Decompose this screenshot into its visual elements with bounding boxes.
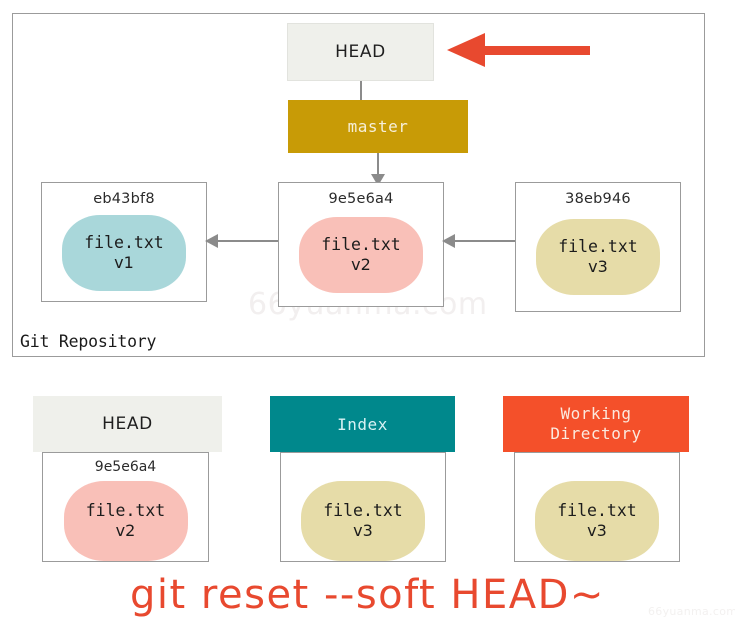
connector-commit3-to-commit2-line (455, 240, 515, 242)
commit-blob: file.txt v2 (299, 217, 423, 293)
tree-header-working-directory-label-line1: Working (560, 404, 632, 423)
commit-blob: file.txt v3 (536, 219, 660, 295)
tree-header-head-label: HEAD (102, 414, 153, 434)
tree-blob-working-directory: file.txt v3 (535, 481, 659, 561)
blob-filename: file.txt (84, 233, 164, 253)
red-annotation-arrow-head-icon (447, 33, 485, 67)
commit-hash: eb43bf8 (93, 191, 155, 207)
connector-commit2-to-commit1-line (218, 240, 278, 242)
tree-blob-index: file.txt v3 (301, 481, 425, 561)
commit-box-eb43bf8: eb43bf8 file.txt v1 (41, 182, 207, 302)
tree-blob-head: file.txt v2 (63, 481, 188, 561)
blob-version: v3 (588, 257, 608, 277)
red-annotation-arrow-shaft (484, 46, 590, 55)
blob-version: v2 (115, 521, 136, 541)
blob-version: v1 (114, 253, 134, 273)
blob-filename: file.txt (321, 235, 401, 255)
tree-header-index-label: Index (337, 414, 388, 434)
connector-master-to-commit-line (377, 153, 379, 176)
tree-body-index: file.txt v3 (280, 452, 446, 562)
tree-header-working-directory-label-line2: Directory (550, 424, 642, 443)
tree-hash-head: 9e5e6a4 (94, 459, 157, 475)
connector-head-to-master (360, 81, 362, 100)
tree-header-working-directory: Working Directory (503, 396, 689, 452)
commit-blob: file.txt v1 (62, 215, 186, 291)
branch-master-box: master (288, 100, 468, 153)
commit-box-38eb946: 38eb946 file.txt v3 (515, 182, 681, 312)
command-caption: git reset --soft HEAD~ (130, 572, 605, 618)
blob-version: v2 (351, 255, 371, 275)
blob-filename: file.txt (557, 501, 637, 521)
git-repository-label: Git Repository (20, 332, 157, 351)
tree-header-head: HEAD (33, 396, 222, 452)
connector-commit3-to-commit2-arrow-icon (442, 233, 455, 248)
tree-header-index: Index (270, 396, 455, 452)
connector-commit2-to-commit1-arrow-icon (205, 233, 218, 248)
commit-hash: 9e5e6a4 (328, 191, 394, 207)
blob-version: v3 (353, 521, 373, 541)
head-pointer-label: HEAD (335, 42, 386, 62)
branch-master-label: master (347, 117, 409, 136)
head-pointer-box: HEAD (287, 23, 434, 81)
blob-version: v3 (587, 521, 607, 541)
blob-filename: file.txt (558, 237, 638, 257)
blob-filename: file.txt (85, 501, 166, 521)
tree-body-working-directory: file.txt v3 (514, 452, 680, 562)
blob-filename: file.txt (323, 501, 403, 521)
commit-hash: 38eb946 (565, 191, 631, 207)
commit-box-9e5e6a4: 9e5e6a4 file.txt v2 (278, 182, 444, 307)
tree-body-head: 9e5e6a4 file.txt v2 (42, 452, 209, 562)
